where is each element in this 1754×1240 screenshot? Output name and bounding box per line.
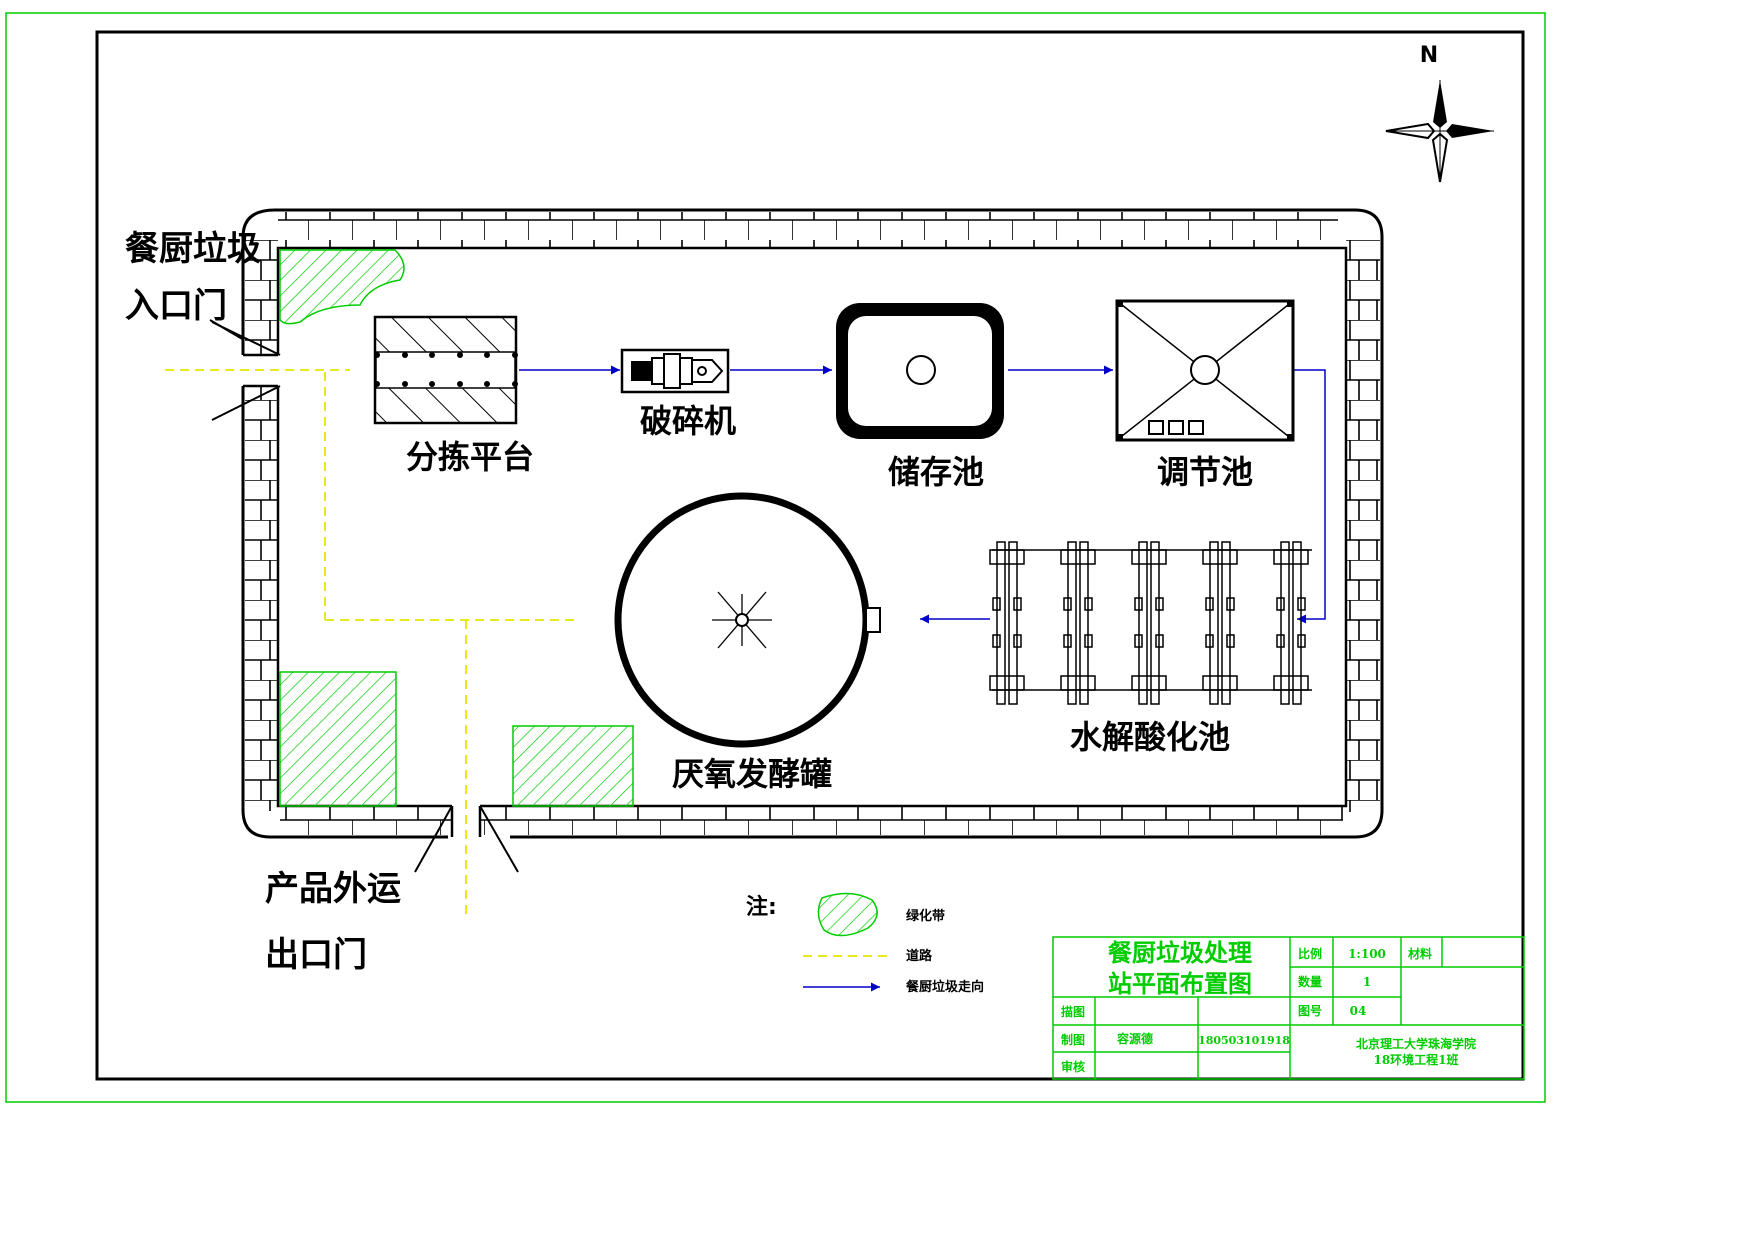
- anaerobic-digester: [614, 492, 881, 748]
- qty-value: 1: [1363, 975, 1371, 989]
- crusher-label: 破碎机: [640, 402, 736, 440]
- north-label: N: [1420, 43, 1438, 68]
- hydrolysis-label: 水解酸化池: [1070, 718, 1230, 756]
- storage-label: 储存池: [888, 453, 984, 491]
- legend: 注: 绿化带 道路 餐厨垃圾走向: [746, 892, 984, 995]
- north-arrow-icon: N: [1385, 43, 1494, 183]
- title-line1: 餐厨垃圾处理: [1108, 938, 1252, 967]
- greenbelt-legend-icon: [817, 892, 878, 937]
- storage-tank: [836, 303, 1004, 439]
- drawing-frame: [95, 30, 1525, 1081]
- drawing-no-label: 图号: [1298, 1003, 1322, 1018]
- title-line2: 站平面布置图: [1108, 969, 1252, 998]
- hydrolysis-tank: [989, 541, 1312, 705]
- made-name: 容源德: [1116, 1031, 1153, 1046]
- scale-value: 1:100: [1348, 947, 1386, 961]
- qty-label: 数量: [1298, 974, 1322, 989]
- made-label: 制图: [1061, 1032, 1085, 1047]
- crusher: [620, 348, 730, 394]
- exit-label-line1: 产品外运: [265, 869, 401, 909]
- title-block: 餐厨垃圾处理 站平面布置图 比例 1:100 材料 数量 1 图号 04 描图 …: [1052, 936, 1525, 1080]
- legend-road: 道路: [906, 948, 933, 964]
- drawn-label: 描图: [1061, 1004, 1085, 1019]
- sorting-label: 分拣平台: [406, 438, 534, 476]
- green-belts: [279, 249, 634, 807]
- legend-note: 注:: [746, 894, 777, 920]
- org-line1: 北京理工大学珠海学院: [1356, 1036, 1476, 1051]
- made-id: 180503101918: [1198, 1034, 1290, 1047]
- material-label: 材料: [1407, 946, 1432, 961]
- entrance-label-line1: 餐厨垃圾: [125, 229, 261, 269]
- sorting-platform: [373, 315, 518, 425]
- roads: [165, 369, 575, 915]
- sheet-border: [5, 12, 1546, 1103]
- anaerobic-label: 厌氧发酵罐: [672, 755, 832, 793]
- regulating-tank: [1115, 299, 1295, 442]
- legend-flow: 餐厨垃圾走向: [905, 979, 984, 995]
- legend-greenbelt: 绿化带: [906, 908, 945, 924]
- entrance-label-line2: 入口门: [125, 286, 227, 326]
- scale-label: 比例: [1298, 946, 1322, 961]
- regulating-label: 调节池: [1157, 453, 1253, 491]
- org-line2: 18环境工程1班: [1373, 1052, 1458, 1067]
- exit-label-line2: 出口门: [265, 935, 367, 975]
- perimeter-wall: [211, 208, 1384, 873]
- waste-flow-lines: [519, 365, 1326, 624]
- review-label: 审核: [1061, 1059, 1085, 1074]
- drawing-no-value: 04: [1350, 1004, 1367, 1018]
